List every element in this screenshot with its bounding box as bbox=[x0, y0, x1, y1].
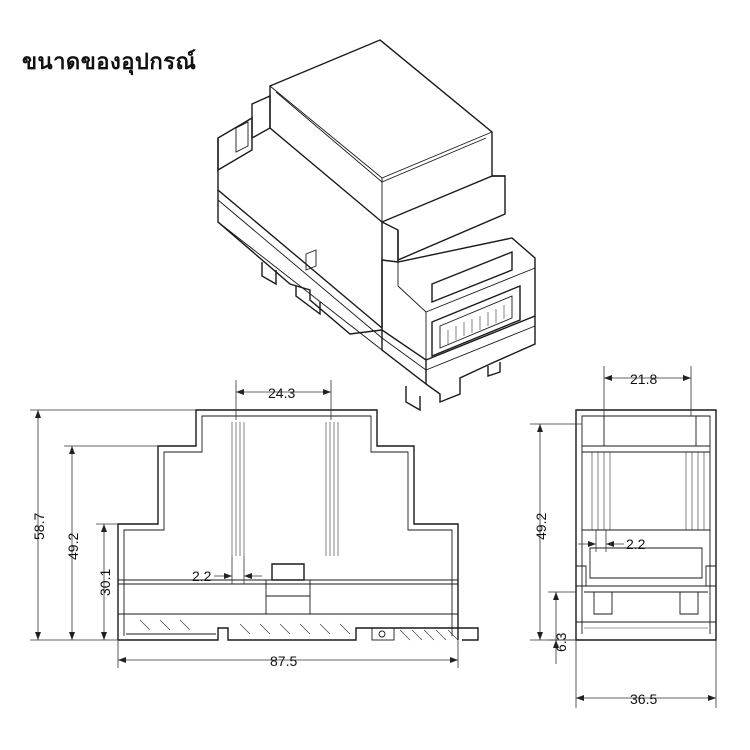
front-width-total-label: 87.5 bbox=[270, 653, 297, 669]
side-base-height-label: 6.3 bbox=[553, 632, 569, 652]
front-width-top-label: 24.3 bbox=[268, 385, 295, 401]
front-height-low-label: 30.1 bbox=[97, 569, 113, 596]
side-width-total-label: 36.5 bbox=[630, 691, 657, 707]
side-height-label: 49.2 bbox=[533, 513, 549, 540]
isometric-view bbox=[217, 39, 536, 412]
side-view: 21.8 49.2 2.2 6.3 36.5 bbox=[530, 366, 717, 708]
front-view: 24.3 58.7 49.2 30.1 2.2 87.5 bbox=[30, 380, 479, 669]
page-title: ขนาดของอุปกรณ์ bbox=[22, 50, 197, 75]
side-gap-label: 2.2 bbox=[626, 536, 646, 552]
front-height-total-label: 58.7 bbox=[31, 513, 47, 540]
front-height-mid-label: 49.2 bbox=[65, 533, 81, 560]
front-gap-label: 2.2 bbox=[192, 568, 212, 584]
side-width-top-label: 21.8 bbox=[630, 371, 657, 387]
